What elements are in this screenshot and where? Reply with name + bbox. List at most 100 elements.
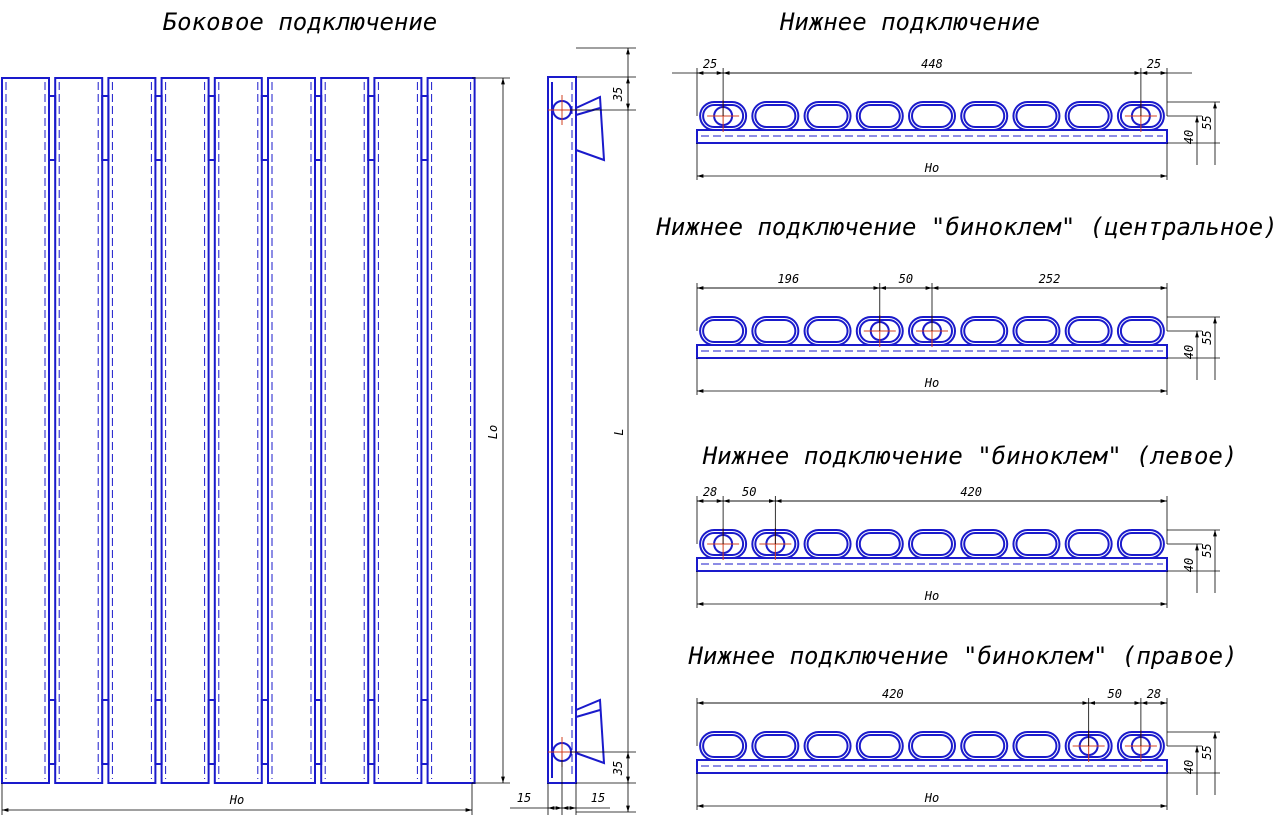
tube <box>803 529 852 559</box>
title-side-connection: Боковое подключение <box>163 8 438 36</box>
section-outline <box>426 77 476 784</box>
tube-inner <box>754 104 797 128</box>
dim-35-bottom: 35 <box>570 751 636 784</box>
dim-label: 420 <box>882 687 904 701</box>
tube <box>1012 316 1061 346</box>
tube-inner <box>1015 104 1058 128</box>
label-55: 55 <box>1200 330 1214 344</box>
label-55: 55 <box>1200 745 1214 759</box>
label-ho: Ho <box>924 589 939 603</box>
tube <box>1116 316 1165 346</box>
tube <box>855 101 904 131</box>
tube-inner <box>754 734 797 758</box>
title-bino-center: Нижнее подключение "биноклем" (центральн… <box>655 213 1277 241</box>
tube-inner <box>1067 532 1110 556</box>
section-outline <box>54 77 104 784</box>
tube-inner <box>702 734 745 758</box>
dim-ho-front: Ho <box>1 783 473 815</box>
dim-label: 50 <box>899 272 913 286</box>
tube <box>960 529 1009 559</box>
label-35-bottom: 35 <box>611 761 625 776</box>
dim-l: L <box>576 47 636 813</box>
tube-inner <box>963 319 1006 343</box>
radiator-section <box>320 77 376 784</box>
dim-label: 50 <box>742 485 756 499</box>
section-outline <box>267 77 316 784</box>
section-outline <box>213 77 263 784</box>
tube-inner <box>911 104 953 128</box>
dim-label: 252 <box>1039 272 1061 286</box>
tube-inner <box>754 319 797 343</box>
tube <box>751 731 800 761</box>
dim-15-left: 15 <box>510 760 563 815</box>
tube <box>855 731 904 761</box>
label-ho-front: Ho <box>229 793 244 807</box>
section-outline <box>320 77 370 784</box>
tube-inner <box>1119 319 1162 343</box>
base-plate <box>696 557 1168 572</box>
radiator-section <box>426 77 476 784</box>
side-view <box>547 76 606 784</box>
radiator-section <box>54 77 110 784</box>
tube-inner <box>1015 319 1058 343</box>
tube <box>803 316 852 346</box>
tube-inner <box>963 532 1006 556</box>
tube-inner <box>963 734 1006 758</box>
label-ho: Ho <box>924 161 939 175</box>
tube <box>960 101 1009 131</box>
label-40: 40 <box>1182 345 1196 359</box>
tube-inner <box>806 104 849 128</box>
tube-inner <box>963 104 1006 128</box>
front-view <box>1 77 476 784</box>
tube-inner <box>1015 532 1058 556</box>
tube-inner <box>858 734 901 758</box>
tube <box>1012 529 1061 559</box>
dim-label: 28 <box>1147 687 1161 701</box>
tube <box>855 529 904 559</box>
tube <box>960 316 1009 346</box>
tube <box>908 101 956 131</box>
tube <box>1064 529 1113 559</box>
section-outline <box>160 77 210 784</box>
dim-35-top: 35 <box>570 76 636 111</box>
tube-inner <box>858 532 901 556</box>
tube <box>960 731 1009 761</box>
label-lo: Lo <box>486 425 500 439</box>
base-plate <box>696 129 1168 144</box>
label-40: 40 <box>1182 760 1196 774</box>
tube-inner <box>1067 104 1110 128</box>
dim-label: 25 <box>1147 57 1161 71</box>
tube-inner <box>1015 734 1058 758</box>
tube-inner <box>1119 532 1162 556</box>
tube <box>751 101 800 131</box>
tube-inner <box>911 532 953 556</box>
tube <box>1012 101 1061 131</box>
label-ho: Ho <box>924 791 939 805</box>
label-55: 55 <box>1200 115 1214 129</box>
tube-inner <box>702 319 745 343</box>
tube <box>1064 316 1113 346</box>
label-15-right: 15 <box>591 791 605 805</box>
tube <box>908 731 956 761</box>
radiator-section <box>213 77 269 784</box>
dim-15-right: 15 <box>562 783 610 815</box>
tube-inner <box>806 734 849 758</box>
section-outline <box>107 77 157 784</box>
dim-label: 28 <box>703 485 717 499</box>
radiator-section <box>373 77 429 784</box>
title-bottom-connection: Нижнее подключение <box>779 8 1040 36</box>
radiator-section <box>107 77 163 784</box>
dim-label: 448 <box>921 57 943 71</box>
title-bino-left: Нижнее подключение "биноклем" (левое) <box>702 442 1238 470</box>
tube-inner <box>1067 319 1110 343</box>
tube <box>1116 529 1165 559</box>
radiator-section <box>1 77 57 784</box>
radiator-section <box>267 77 323 784</box>
label-55: 55 <box>1200 543 1214 557</box>
label-40: 40 <box>1182 558 1196 572</box>
